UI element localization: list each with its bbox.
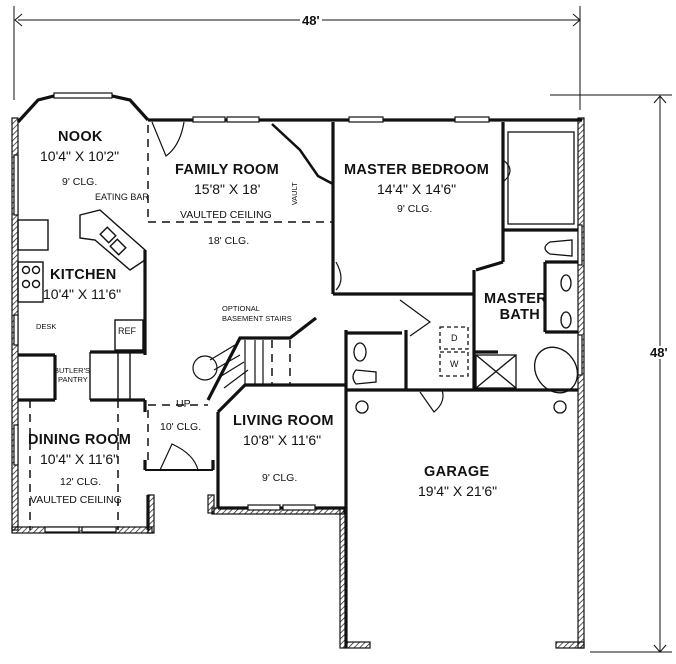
room-nook-ceiling: 9' CLG. <box>62 176 98 188</box>
butlers-pantry-label-2: PANTRY <box>58 375 88 384</box>
room-garage-size: 19'4" X 21'6" <box>418 483 498 499</box>
windows <box>13 92 583 533</box>
basement-stairs-label-2: BASEMENT STAIRS <box>222 314 292 323</box>
room-dining-size: 10'4" X 11'6" <box>40 451 119 467</box>
room-master-bedroom-size: 14'4" X 14'6" <box>377 181 457 197</box>
vault-label: VAULT <box>289 182 299 206</box>
room-family-name: FAMILY ROOM <box>175 162 280 178</box>
room-kitchen-name: KITCHEN <box>50 267 117 283</box>
butlers-pantry-label-1: BUTLER'S <box>54 366 91 375</box>
room-family-ceiling-note: VAULTED CEILING <box>180 209 272 221</box>
basement-stairs-label-1: OPTIONAL <box>222 304 260 313</box>
room-master-bedroom-ceiling: 9' CLG. <box>397 203 433 215</box>
room-dining-name: DINING ROOM <box>28 432 132 448</box>
ref-label: REF <box>118 326 136 336</box>
stairs <box>192 340 264 389</box>
room-living-ceiling: 9' CLG. <box>262 472 298 484</box>
room-master-bath-name: MASTER BATH <box>484 291 548 323</box>
room-garage-name: GARAGE <box>424 464 490 480</box>
foyer-ceiling: 10' CLG. <box>160 421 202 433</box>
room-nook-name: NOOK <box>58 129 103 145</box>
overall-width-label: 48' <box>300 13 322 28</box>
room-living-size: 10'8" X 11'6" <box>243 432 322 448</box>
room-master-bedroom-name: MASTER BEDROOM <box>344 162 490 178</box>
door-swings <box>151 121 511 471</box>
depth-dimension-line <box>550 94 672 653</box>
room-dining-ceiling-note: VAULTED CEILING <box>30 494 122 506</box>
washer-label: W <box>450 359 459 369</box>
eating-bar-label: EATING BAR <box>95 192 149 202</box>
room-living-name: LIVING ROOM <box>233 413 334 429</box>
width-dimension-line <box>13 6 581 110</box>
stairs-up-label: UP <box>176 398 191 410</box>
dryer-label: D <box>451 333 458 343</box>
room-family-size: 15'8" X 18' <box>194 181 261 197</box>
room-dining-ceiling: 12' CLG. <box>60 476 102 488</box>
kitchen-counters <box>17 209 146 400</box>
overall-depth-label: 48' <box>648 345 670 360</box>
room-nook-size: 10'4" X 10'2" <box>40 148 120 164</box>
room-family-ceiling: 18' CLG. <box>208 235 250 247</box>
room-kitchen-size: 10'4" X 11'6" <box>43 286 122 302</box>
bath-fixtures <box>352 131 579 414</box>
dashed-lines <box>29 125 332 530</box>
desk-label: DESK <box>36 322 57 331</box>
